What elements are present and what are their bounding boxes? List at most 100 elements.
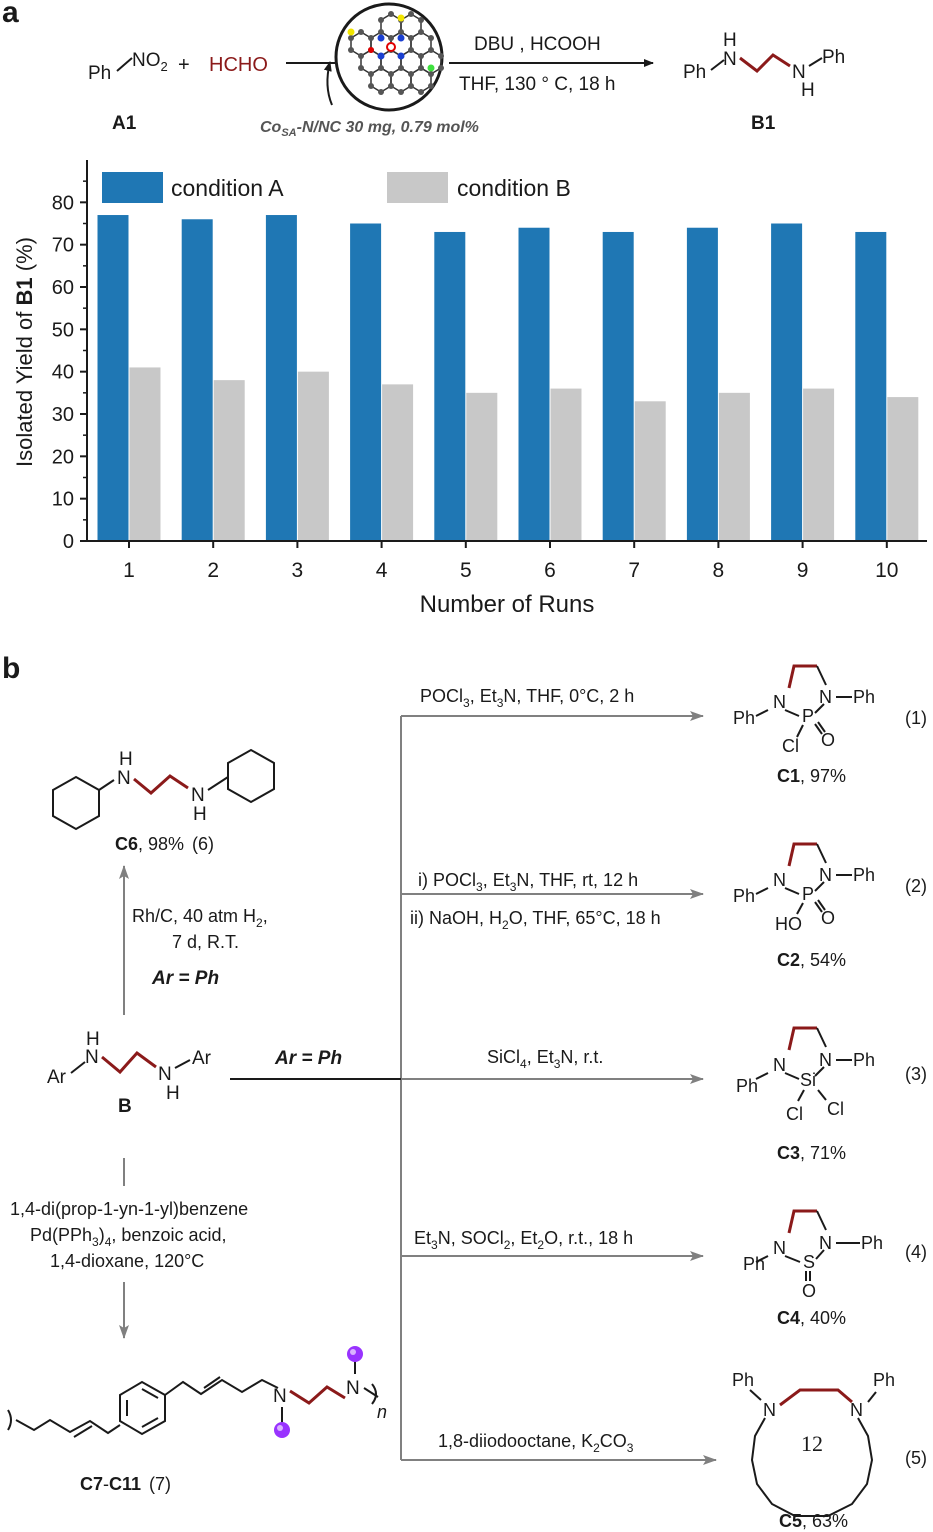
cond-polymer-line3: 1,4-dioxane, 120°C <box>50 1251 204 1271</box>
svg-text:N: N <box>819 1050 832 1070</box>
reactant-hcho: HCHO <box>209 54 268 76</box>
svg-text:N: N <box>850 1400 863 1420</box>
x-tick-label: 1 <box>123 559 135 582</box>
plus-sign: + <box>178 54 190 76</box>
svg-text:H: H <box>166 1083 180 1104</box>
svg-text:N: N <box>773 1055 786 1075</box>
svg-text:N: N <box>819 687 832 707</box>
panel-a: a Ph NO2 A1 + HCHO <box>2 0 845 139</box>
compound-c4-structure: N N S Ph Ph O <box>743 1209 883 1301</box>
svg-text:Ph: Ph <box>732 1370 754 1390</box>
svg-text:Ph: Ph <box>853 1050 875 1070</box>
polymer-c7-c11-structure: N N n <box>7 1346 387 1438</box>
product-b1-structure: Ph H N N H Ph <box>683 30 845 101</box>
bar-condition-b <box>213 380 245 541</box>
catalyst-structure-icon <box>334 2 444 112</box>
compound-c6-structure: H N N H <box>52 748 275 831</box>
x-tick-label: 6 <box>544 559 556 582</box>
y-tick-label: 40 <box>52 362 74 384</box>
cond-c6-line2: 7 d, R.T. <box>172 932 239 952</box>
svg-text:Si: Si <box>800 1070 816 1090</box>
x-tick-label: 2 <box>207 559 219 582</box>
y-tick-label: 60 <box>52 277 74 299</box>
b1-h-left: H <box>723 30 737 51</box>
svg-text:O: O <box>802 1281 816 1301</box>
cond-c4: Et3N, SOCl2, Et2O, r.t., 18 h <box>414 1228 633 1252</box>
b1-n-right: N <box>792 62 806 83</box>
compound-c5-structure: Ph N N Ph 12 <box>732 1370 895 1517</box>
svg-text:12: 12 <box>801 1431 823 1456</box>
svg-text:Ph: Ph <box>873 1370 895 1390</box>
reagents-bottom: THF, 130 ° C, 18 h <box>459 74 616 95</box>
panel-b: b Ar = Ph POCl3, Et3N, THF, 0°C, 2 h i) … <box>2 652 927 1531</box>
b1-n-left: N <box>723 49 737 70</box>
y-tick-label: 70 <box>52 235 74 257</box>
svg-text:N: N <box>273 1386 287 1407</box>
svg-text:Ph: Ph <box>733 886 755 906</box>
reactant-a1-group: NO2 <box>132 50 168 74</box>
svg-text:n: n <box>377 1402 387 1422</box>
panel-a-label: a <box>2 0 19 29</box>
bar-condition-b <box>297 371 329 541</box>
cond-c6-line1: Rh/C, 40 atm H2, <box>132 906 268 930</box>
cond-c3: SiCl4, Et3N, r.t. <box>487 1047 603 1071</box>
compound-c2-structure: N N P Ph Ph HO O <box>733 842 875 934</box>
svg-text:O: O <box>821 908 835 928</box>
reagents-top: DBU , HCOOH <box>474 34 601 55</box>
svg-text:P: P <box>802 884 814 904</box>
eq-1: (1) <box>905 708 927 728</box>
bar-condition-a <box>265 215 297 542</box>
svg-text:Ph: Ph <box>743 1254 765 1274</box>
bar-condition-b <box>466 392 498 541</box>
svg-text:N: N <box>191 785 205 806</box>
bar-condition-a <box>350 223 382 541</box>
x-tick-label: 5 <box>460 559 472 582</box>
svg-text:Cl: Cl <box>827 1099 844 1119</box>
bar-condition-a <box>771 223 803 541</box>
compound-c1-structure: N N P Ph Ph Cl O <box>733 664 875 756</box>
y-tick-label: 0 <box>63 531 74 553</box>
compound-c6-label: C6, 98%(6) <box>115 834 214 854</box>
cond-polymer-line1: 1,4-di(prop-1-yn-1-yl)benzene <box>10 1199 248 1219</box>
ar-ph-c6: Ar = Ph <box>151 968 219 989</box>
a1-bond <box>116 57 133 72</box>
svg-text:S: S <box>803 1252 815 1272</box>
legend-swatch <box>387 172 448 203</box>
y-axis-label: Isolated Yield of B1 (%) <box>12 237 37 467</box>
svg-text:P: P <box>802 706 814 726</box>
x-tick-label: 4 <box>376 559 388 582</box>
svg-text:N: N <box>819 1233 832 1253</box>
svg-text:N: N <box>346 1378 360 1399</box>
x-tick-label: 7 <box>628 559 640 582</box>
reactant-a1-prefix: Ph <box>88 63 111 84</box>
cond-polymer-line2: Pd(PPh3)4, benzoic acid, <box>30 1225 227 1249</box>
bar-condition-a <box>97 215 129 542</box>
x-axis-label: Number of Runs <box>420 591 595 618</box>
b1-h-right: H <box>801 80 815 101</box>
legend-swatch <box>102 172 163 203</box>
catalyst-loading: CoSA-N/NC 30 mg, 0.79 mol% <box>260 119 479 139</box>
bar-condition-a <box>434 231 466 541</box>
svg-text:N: N <box>773 1238 786 1258</box>
eq-3: (3) <box>905 1064 927 1084</box>
svg-text:N: N <box>773 870 786 890</box>
product-b1-code: B1 <box>751 113 776 134</box>
svg-text:Ph: Ph <box>853 865 875 885</box>
svg-text:N: N <box>773 692 786 712</box>
svg-text:Ph: Ph <box>853 687 875 707</box>
cond-c2-line1: i) POCl3, Et3N, THF, rt, 12 h <box>418 870 638 894</box>
svg-text:N: N <box>158 1064 172 1085</box>
svg-text:H: H <box>193 804 207 825</box>
bar-condition-a <box>181 219 213 541</box>
compound-c4-label: C4, 40% <box>777 1308 846 1328</box>
cond-c5: 1,8-diiodooctane, K2CO3 <box>438 1431 634 1455</box>
bar-condition-b <box>550 388 582 541</box>
bar-condition-a <box>855 231 887 541</box>
compound-c5-label: C5, 63% <box>779 1511 848 1531</box>
b1-ph-left: Ph <box>683 62 706 83</box>
